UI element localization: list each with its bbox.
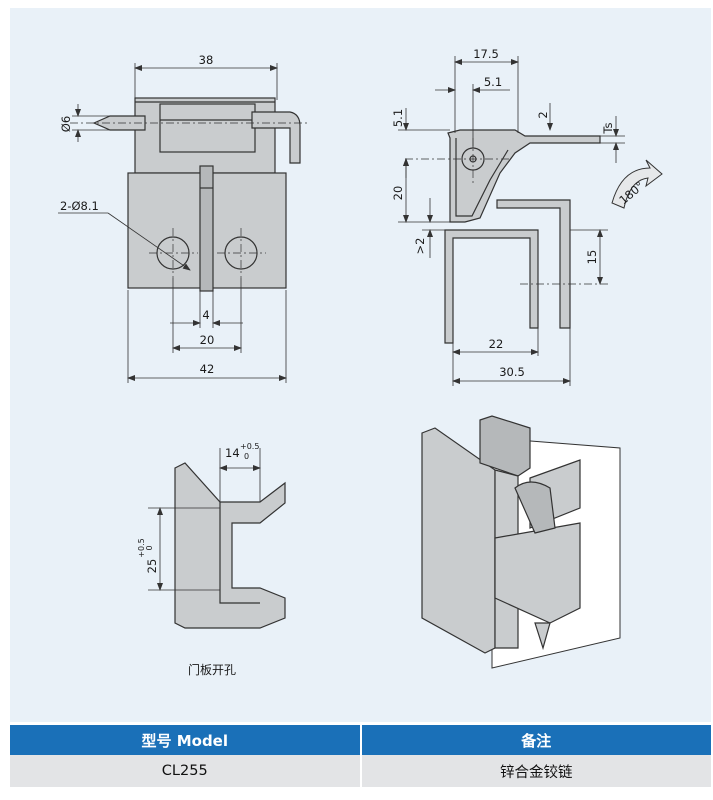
dim-20-side: 20 [391,186,405,201]
cutout-width-tol-lower: 0 [244,452,249,461]
frame-channel [444,229,539,344]
dim-20: 20 [200,333,215,347]
spec-table: 型号 Model 备注 CL255 锌合金铰链 [10,725,711,787]
cell-remarks: 锌合金铰链 [359,755,711,787]
dim-5-1-left: 5.1 [391,109,405,127]
isometric-view [421,415,621,669]
cutout-height-value: 25 [145,559,159,574]
dim-38: 38 [199,53,214,67]
center-slot [199,165,214,292]
header-model: 型号 Model [10,725,361,755]
pin-tip-3d [534,622,551,651]
cutout-height-tol-lower: 0 [145,545,154,550]
cutout-width-value: 14 [225,446,240,460]
dim-22: 22 [489,337,504,351]
door-panel [174,462,286,629]
hinge-profile [447,129,601,223]
cell-model: CL255 [10,755,361,787]
table-header-row: 型号 Model 备注 [10,725,711,755]
dim-pin-diameter: Ø6 [59,116,73,132]
hinge-body-3d [494,522,581,624]
dim-15: 15 [585,250,599,265]
header-remarks: 备注 [359,725,711,755]
side-view: 17.5 5.1 5.1 20 >2 2 Ts 15 [391,47,663,386]
front-view: 38 Ø6 2-Ø8.1 4 20 42 [58,53,310,383]
rotation-arrow-icon [611,159,663,209]
dim-5-1-top: 5.1 [484,75,502,89]
dim-30-5: 30.5 [499,365,525,379]
frame-top [479,415,531,477]
cutout-height-tol-upper: +0.5 [137,538,146,557]
dim-gt2: >2 [413,238,427,255]
cutout-width-tol-upper: +0.5 [240,442,259,451]
dim-holes: 2-Ø8.1 [60,199,99,213]
hinge-hook [251,111,301,164]
dim-ts: Ts [601,122,615,134]
cutout-caption: 门板开孔 [188,662,236,677]
hinge-knuckle [159,103,256,153]
dim-2-top: 2 [536,111,550,118]
drawing-sheet: 38 Ø6 2-Ø8.1 4 20 42 [10,8,711,722]
door-cutout-view: 14 +0.5 0 25 +0.5 0 门板开孔 [137,442,286,677]
dim-4: 4 [202,308,209,322]
door-leaf [496,199,571,329]
hook-3d [514,481,556,534]
table-row: CL255 锌合金铰链 [10,755,711,787]
dim-42: 42 [200,362,215,376]
dim-17-5: 17.5 [473,47,499,61]
technical-drawings: 38 Ø6 2-Ø8.1 4 20 42 [58,47,663,677]
